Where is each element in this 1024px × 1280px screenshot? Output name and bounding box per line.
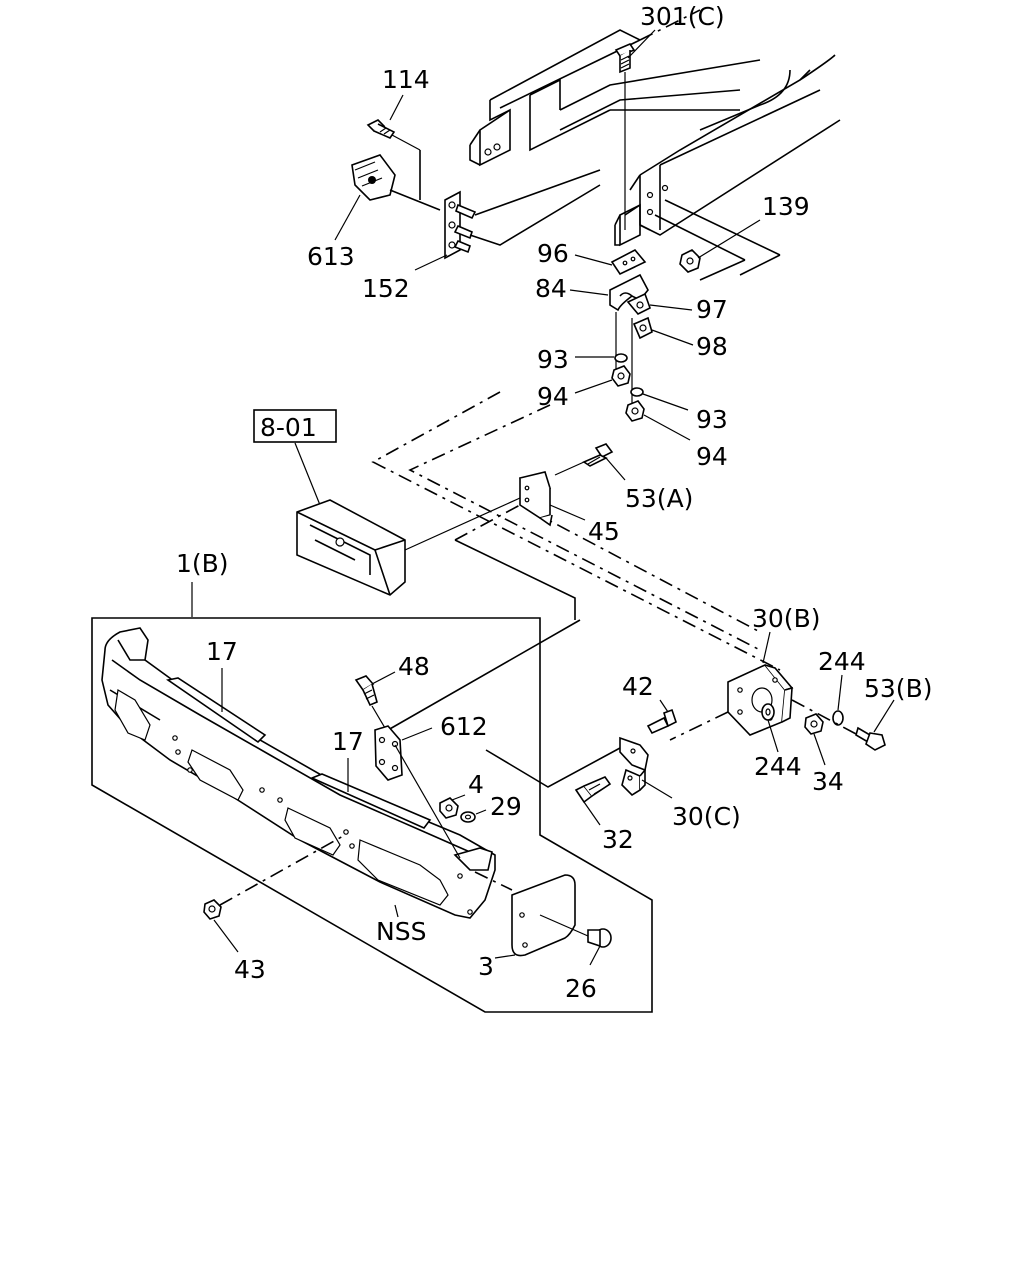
label-1b: 1(B) — [176, 549, 229, 578]
label-53b: 53(B) — [864, 674, 932, 703]
label-301c: 301(C) — [640, 2, 725, 31]
nut-34 — [804, 713, 826, 766]
bolt-42 — [646, 699, 677, 735]
assembly-outline — [91, 617, 653, 1013]
label-244b: 244 — [754, 752, 802, 781]
reference-label: 8-01 — [260, 413, 317, 442]
bracket-30b — [727, 631, 794, 736]
label-93b: 93 — [696, 405, 728, 434]
label-43: 43 — [234, 955, 266, 984]
bolt-48 — [354, 671, 396, 729]
label-94a: 94 — [537, 382, 569, 411]
clamp-98 — [632, 316, 694, 346]
washer-29 — [460, 809, 487, 823]
nut-43 — [203, 899, 239, 953]
plate-96 — [574, 248, 647, 276]
label-32: 32 — [602, 825, 634, 854]
label-42: 42 — [622, 672, 654, 701]
bolt-53b — [855, 699, 895, 751]
bracket-612 — [374, 725, 461, 859]
bolt-53a — [554, 443, 626, 481]
label-34: 34 — [812, 767, 844, 796]
washer-244a — [832, 674, 844, 726]
label-96: 96 — [537, 239, 569, 268]
nut-94a — [574, 365, 631, 394]
label-244a: 244 — [818, 647, 866, 676]
bolt-26 — [539, 914, 612, 966]
strip-17a — [165, 668, 267, 744]
label-nss: NSS — [376, 917, 426, 946]
bolt-114 — [366, 94, 421, 151]
label-26: 26 — [565, 974, 597, 1003]
label-17b: 17 — [332, 727, 364, 756]
label-84: 84 — [535, 274, 567, 303]
assembly-box-801 — [296, 497, 521, 596]
washer-93a — [575, 353, 628, 363]
chassis-frame — [469, 9, 841, 247]
endcap-3 — [474, 871, 576, 959]
label-139: 139 — [762, 192, 810, 221]
bracket-30c — [619, 736, 673, 799]
bracket-152 — [414, 190, 477, 271]
label-17a: 17 — [206, 637, 238, 666]
bolt-32 — [574, 776, 612, 826]
nut-4 — [439, 794, 466, 819]
nut-139 — [654, 199, 781, 281]
label-94b: 94 — [696, 442, 728, 471]
label-97: 97 — [696, 295, 728, 324]
washer-93b — [630, 387, 689, 411]
label-30c: 30(C) — [672, 802, 741, 831]
label-29: 29 — [490, 792, 522, 821]
label-30b: 30(B) — [752, 604, 820, 633]
label-114: 114 — [382, 65, 430, 94]
label-93a: 93 — [537, 345, 569, 374]
label-3: 3 — [478, 952, 494, 981]
label-53a: 53(A) — [625, 484, 693, 513]
label-48: 48 — [398, 652, 430, 681]
bolt-301c — [614, 29, 656, 230]
label-612: 612 — [440, 712, 488, 741]
bracket-45 — [518, 471, 586, 527]
label-613: 613 — [307, 242, 355, 271]
strip-17b — [309, 758, 432, 829]
label-152: 152 — [362, 274, 410, 303]
label-98: 98 — [696, 332, 728, 361]
clip-613 — [334, 154, 396, 241]
bumper-1b — [101, 627, 496, 919]
clamp-97 — [626, 292, 693, 315]
nut-94b — [625, 400, 691, 441]
label-4: 4 — [468, 770, 484, 799]
washer-244b — [761, 703, 779, 753]
label-45: 45 — [588, 517, 620, 546]
reference-box: 8-01 — [253, 409, 337, 506]
